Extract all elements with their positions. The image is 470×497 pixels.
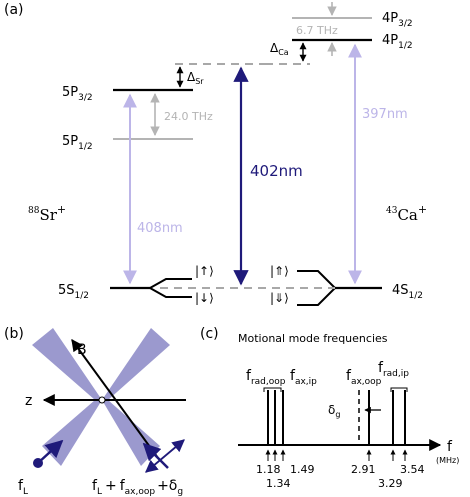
mode-value-labels: 1.181.341.49 2.913.293.54 xyxy=(256,463,425,490)
z-axis-label: z xyxy=(25,393,32,409)
group-label-ax-oop: fax,oop xyxy=(346,368,382,387)
sr-spin-up: |↑⟩ xyxy=(195,264,214,278)
beam-left-kvector xyxy=(37,439,64,464)
rad-ip-bracket xyxy=(390,387,408,392)
mode-value-label: 1.34 xyxy=(266,477,291,490)
raman-402nm-label: 402nm xyxy=(250,162,303,180)
rad-oop-bracket xyxy=(263,387,282,392)
sr-408nm-label: 408nm xyxy=(137,221,183,236)
beam-right-label: fL+fax,oop+δg xyxy=(92,478,183,497)
ion-center xyxy=(98,396,106,404)
mode-value-label: 3.54 xyxy=(400,463,425,476)
ca-fine-splitting-label: 6.7 THz xyxy=(296,24,338,37)
mode-value-label: 1.49 xyxy=(290,463,315,476)
mode-value-label: 3.29 xyxy=(378,477,403,490)
sr-fine-splitting-label: 24.0 THz xyxy=(164,110,213,123)
ca-4p12-label: 4P1/2 xyxy=(382,33,413,51)
ca-detuning-label: ΔCa xyxy=(270,41,289,57)
panel-b-label: (b) xyxy=(4,326,24,342)
group-label-rad-oop: frad,oop xyxy=(246,368,286,387)
panel-c-title: Motional mode frequencies xyxy=(238,332,388,345)
panel-a-label: (a) xyxy=(4,2,24,18)
b-field-label: B xyxy=(77,342,87,358)
sr-5p32-label: 5P3/2 xyxy=(62,85,93,103)
beam-left xyxy=(32,328,102,466)
sr-ground-split-upper xyxy=(149,278,192,289)
beam-right-polarization xyxy=(145,439,185,473)
ca-ion-label: 43Ca+ xyxy=(386,203,427,224)
ca-4p32-label: 4P3/2 xyxy=(382,11,413,29)
beam-left-label: fL xyxy=(18,478,28,497)
frequency-axis-unit: (MHz) xyxy=(436,456,459,465)
frequency-axis-label: f xyxy=(447,439,453,455)
mode-pointers xyxy=(265,449,408,461)
sr-spin-down: |↓⟩ xyxy=(195,291,214,305)
ca-spin-up: |⇑⟩ xyxy=(270,264,289,278)
ca-spin-down: |⇓⟩ xyxy=(270,291,289,305)
sr-detuning-label: ΔSr xyxy=(187,70,204,86)
sr-5p12-label: 5P1/2 xyxy=(62,134,93,152)
group-label-ax-ip: fax,ip xyxy=(290,368,317,387)
ca-ground-split-lower xyxy=(297,287,336,306)
beam-left-polarization xyxy=(33,458,43,468)
group-label-rad-ip: frad,ip xyxy=(378,360,409,379)
panel-c-label: (c) xyxy=(200,326,219,342)
laser-beams xyxy=(32,328,170,466)
mode-value-label: 2.91 xyxy=(351,463,376,476)
beam-right xyxy=(102,328,170,466)
mode-value-label: 1.18 xyxy=(256,463,281,476)
ca-ground-split-upper xyxy=(297,270,336,289)
sr-ground-split-lower xyxy=(149,287,192,298)
sr-ion-label: 88Sr+ xyxy=(28,203,66,224)
ca-4s12-label: 4S1/2 xyxy=(392,283,423,301)
sr-5s12-label: 5S1/2 xyxy=(58,283,89,301)
ca-397nm-label: 397nm xyxy=(362,107,408,122)
mode-lines xyxy=(267,390,406,445)
detuning-label: δg xyxy=(328,403,340,419)
